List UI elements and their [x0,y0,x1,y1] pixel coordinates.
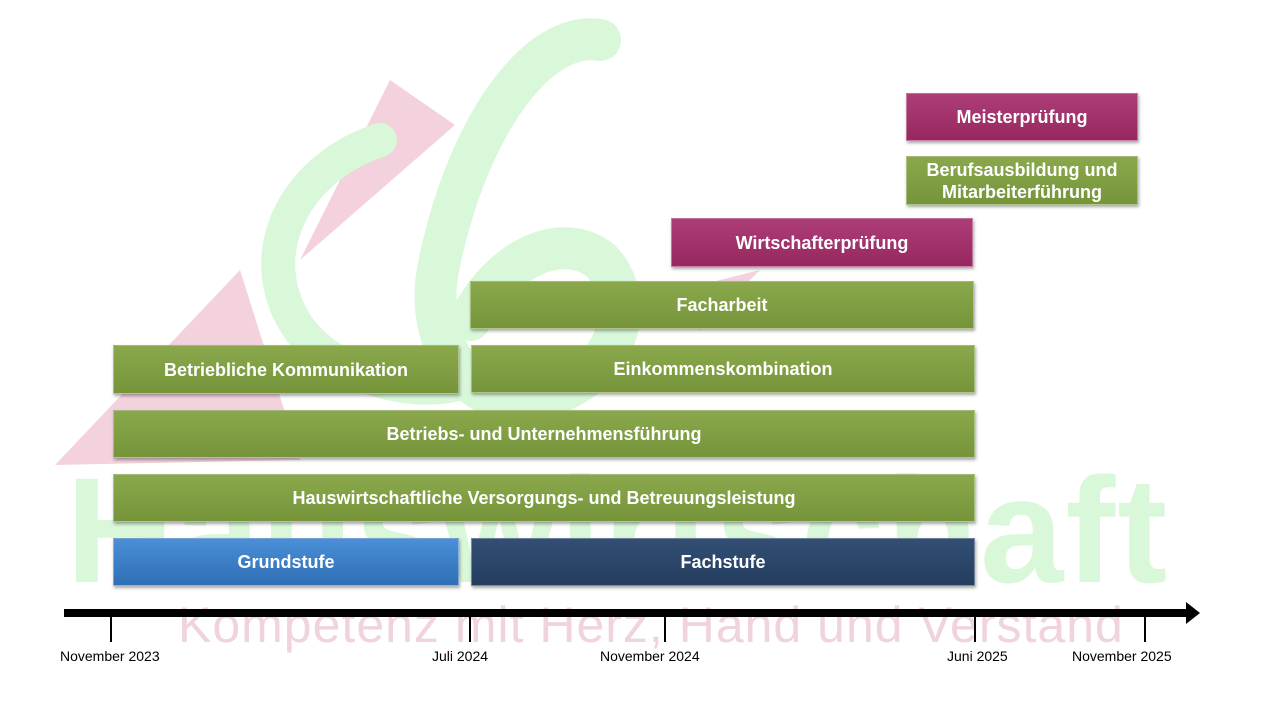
tick-label-november-2023: November 2023 [60,648,160,664]
bar-label: Einkommenskombination [613,359,833,379]
bar-label: Hauswirtschaftliche Versorgungs- und Bet… [292,488,796,508]
bar-label: Wirtschafterprüfung [735,232,909,253]
bar-berufsausbildung: Berufsausbildung und Mitarbeiterführung [906,156,1138,205]
bar-hauswirtschaftliche-versorgung: Hauswirtschaftliche Versorgungs- und Bet… [113,474,975,522]
bar-label: Fachstufe [680,552,766,572]
bar-label-line1: Berufsausbildung und [926,159,1118,180]
bar-label-line2: Mitarbeiterführung [942,181,1102,202]
bar-label: Grundstufe [237,552,335,572]
bar-label: Facharbeit [676,295,768,315]
bar-label: Meisterprüfung [956,107,1088,127]
tick-label-juli-2024: Juli 2024 [432,648,489,664]
bar-fachstufe: Fachstufe [471,538,975,586]
bar-betriebliche-kommunikation: Betriebliche Kommunikation [113,345,459,394]
timeline-arrow-icon [1186,602,1200,624]
tick-label-november-2024: November 2024 [600,648,700,664]
bar-wirtschafterpruefung: Wirtschafterprüfung [671,218,973,267]
bar-label: Betriebliche Kommunikation [163,359,409,380]
tick-label-juni-2025: Juni 2025 [947,648,1008,664]
bar-facharbeit: Facharbeit [470,281,974,329]
bar-meisterpruefung: Meisterprüfung [906,93,1138,141]
bar-einkommenskombination: Einkommenskombination [471,345,975,393]
bar-grundstufe: Grundstufe [113,538,459,586]
bar-label: Betriebs- und Unternehmensführung [386,424,702,444]
bar-betriebsfuehrung: Betriebs- und Unternehmensführung [113,410,975,458]
tick-label-november-2025: November 2025 [1072,648,1172,664]
